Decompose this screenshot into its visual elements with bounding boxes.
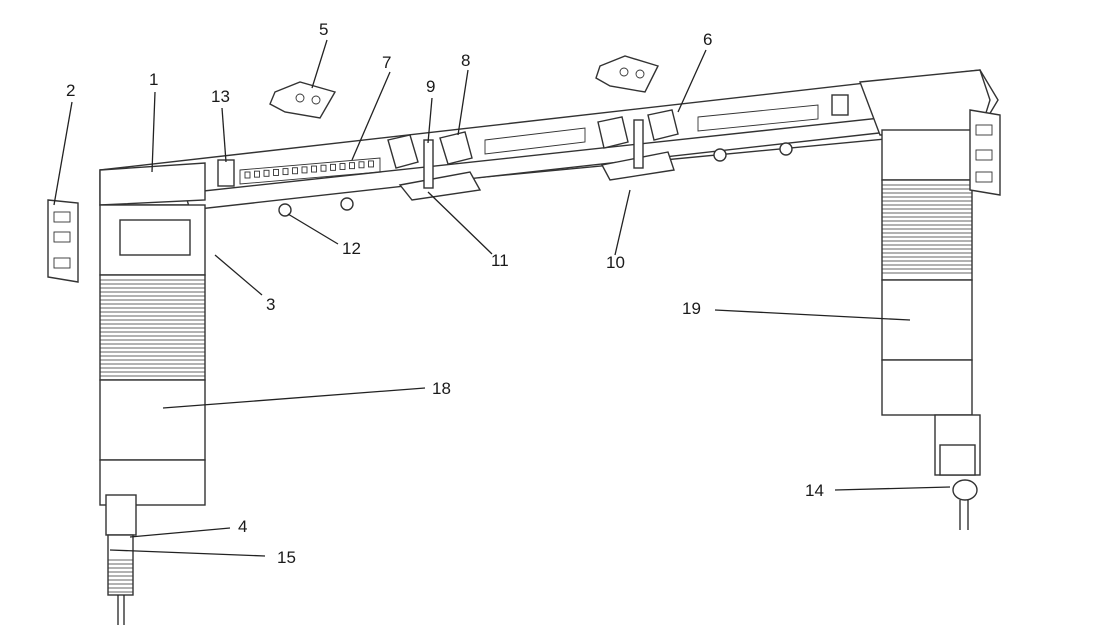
wall-bracket-right <box>969 109 1001 196</box>
label-14: 14 <box>805 481 824 500</box>
left-cord-pulley <box>105 494 137 625</box>
leader-lines <box>53 39 951 557</box>
top-rail <box>99 69 999 211</box>
label-8: 8 <box>461 51 470 70</box>
label-3: 3 <box>266 295 275 314</box>
ceiling-clip-left <box>269 81 337 119</box>
wall-bracket-left <box>47 199 79 283</box>
label-5: 5 <box>319 20 328 39</box>
part-labels: 1 2 3 4 5 6 7 8 9 10 11 12 13 14 15 18 1… <box>66 20 824 567</box>
master-carrier-right <box>597 109 679 181</box>
label-12: 12 <box>342 239 361 258</box>
ceiling-clip-right <box>595 55 659 93</box>
label-9: 9 <box>426 77 435 96</box>
label-7: 7 <box>382 53 391 72</box>
left-motor-column <box>99 204 206 506</box>
label-4: 4 <box>238 517 247 536</box>
cord-guide-left <box>217 94 849 187</box>
label-2: 2 <box>66 81 75 100</box>
label-11: 11 <box>491 251 509 270</box>
label-1: 1 <box>149 70 158 89</box>
label-6: 6 <box>703 30 712 49</box>
rail-slot-strip-left <box>239 157 381 185</box>
right-motor-column <box>881 129 981 476</box>
label-18: 18 <box>432 379 451 398</box>
label-13: 13 <box>211 87 230 106</box>
runners <box>278 142 793 217</box>
rail-slot-strip-right <box>697 104 819 132</box>
label-15: 15 <box>277 548 296 567</box>
label-10: 10 <box>606 253 625 272</box>
master-carrier-left <box>387 131 482 201</box>
right-cord-pulley <box>939 444 978 530</box>
label-19: 19 <box>682 299 701 318</box>
rail-slot-strip-mid <box>484 127 586 155</box>
